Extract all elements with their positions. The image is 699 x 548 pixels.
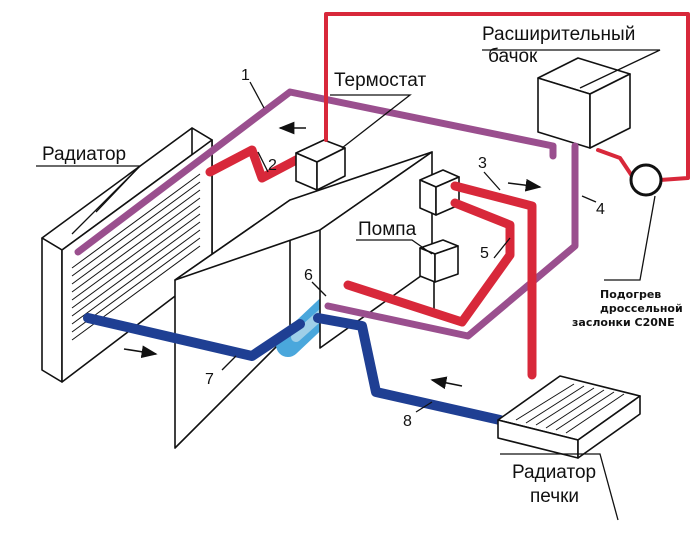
flow-arrows xyxy=(123,121,542,390)
engine-block xyxy=(174,151,433,449)
pipe-3 xyxy=(450,181,537,380)
expansion-tank-label-2: бачок xyxy=(488,46,538,67)
pipe-number-8: 8 xyxy=(403,413,412,430)
pipe-8 xyxy=(313,313,505,425)
pipe-number-7: 7 xyxy=(205,371,214,388)
pipe-number-1: 1 xyxy=(241,67,250,84)
pipe-number-3: 3 xyxy=(478,155,487,172)
leader-lines xyxy=(36,49,661,521)
expansion-tank xyxy=(537,57,631,149)
pipe-number-4: 4 xyxy=(596,201,605,218)
expansion-tank-label-1: Расширительный xyxy=(482,24,635,45)
heater-radiator-fins xyxy=(515,383,625,434)
radiator-label: Радиатор xyxy=(42,144,126,165)
throttle-heater-valve xyxy=(629,163,663,197)
flow-arrow-pipe-3 xyxy=(507,178,542,192)
tank-overflow-line xyxy=(324,12,690,182)
thermostat-housing xyxy=(295,139,346,191)
pipe-2 xyxy=(205,145,305,183)
throttle-body xyxy=(419,169,460,216)
pipe-number-6: 6 xyxy=(304,267,313,284)
pump xyxy=(419,239,459,283)
pump-label: Помпа xyxy=(358,219,417,240)
pipe-7 xyxy=(83,313,305,361)
flow-arrow-pipe-7 xyxy=(123,345,158,359)
throttle-note-line-1: Подогрев xyxy=(600,288,661,301)
pipe-5 xyxy=(343,198,515,327)
pipe-number-5: 5 xyxy=(480,245,489,262)
flow-arrow-pipe-8 xyxy=(430,376,463,390)
throttle-note-line-3: заслонки C20NE xyxy=(572,316,675,329)
heater-radiator-label-1: Радиатор xyxy=(512,462,596,483)
pipe-1 xyxy=(74,88,557,256)
heater-radiator xyxy=(497,375,641,459)
thermostat-label: Термостат xyxy=(334,70,426,91)
throttle-note-line-2: дроссельной xyxy=(600,302,683,315)
pipe-4 xyxy=(324,142,579,340)
heater-radiator-label-2: печки xyxy=(530,486,579,507)
pipe-number-2: 2 xyxy=(268,157,277,174)
throttle-heater-line xyxy=(596,148,634,178)
